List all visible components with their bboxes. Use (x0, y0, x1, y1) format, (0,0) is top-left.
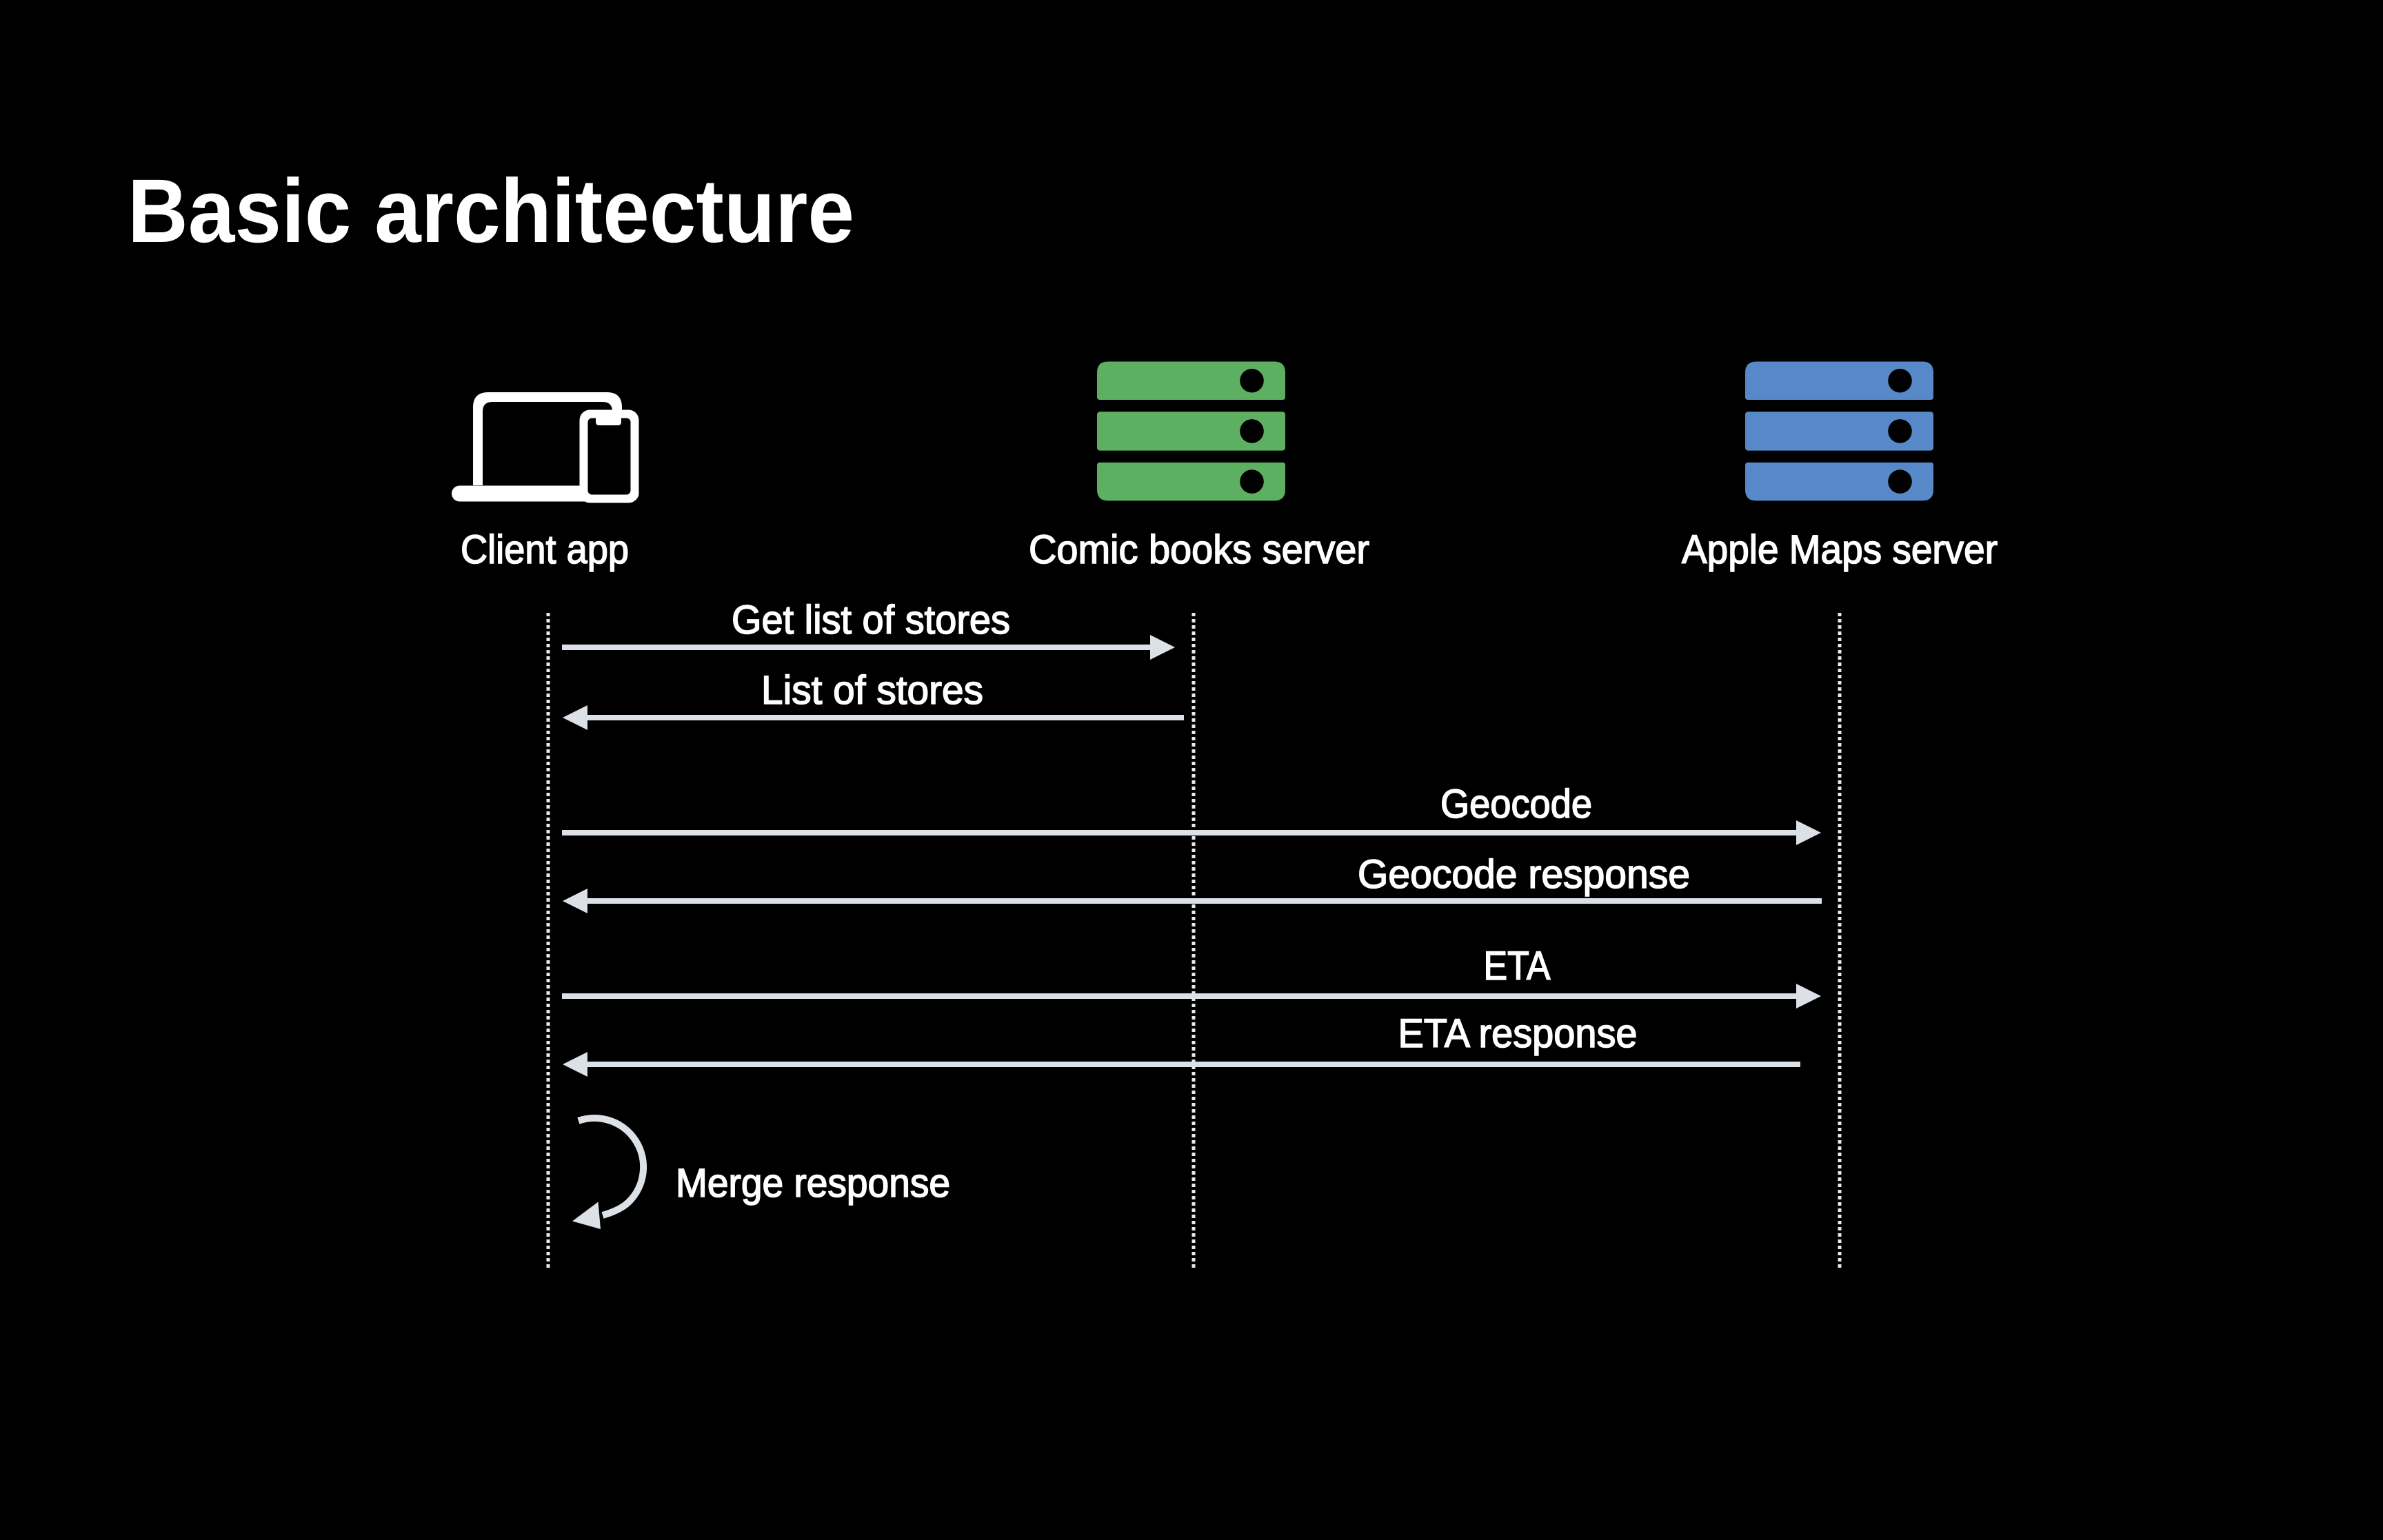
svg-text:Comic books server: Comic books server (1029, 527, 1369, 572)
svg-text:Merge response: Merge response (676, 1161, 950, 1206)
svg-text:Basic architecture: Basic architecture (128, 160, 854, 261)
svg-text:Client app: Client app (461, 527, 629, 572)
svg-text:ETA: ETA (1484, 944, 1551, 989)
svg-text:Geocode response: Geocode response (1358, 852, 1690, 897)
svg-text:Get list of stores: Get list of stores (732, 598, 1010, 642)
svg-text:ETA response: ETA response (1398, 1011, 1638, 1056)
svg-text:Apple Maps server: Apple Maps server (1682, 527, 1998, 572)
svg-text:List of stores: List of stores (761, 668, 983, 713)
svg-text:Geocode: Geocode (1440, 782, 1592, 827)
